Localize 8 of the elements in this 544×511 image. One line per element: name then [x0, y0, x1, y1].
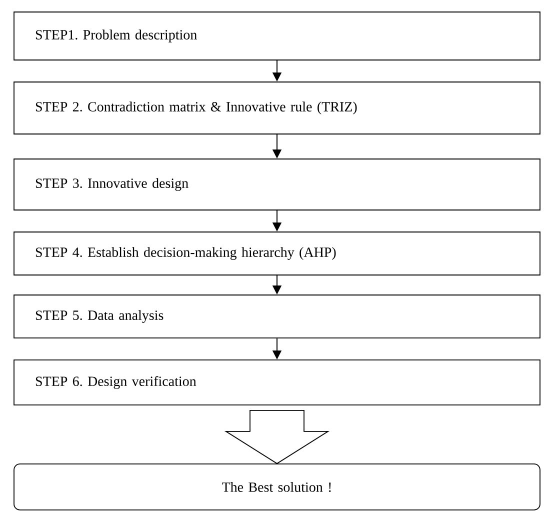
- step-box: STEP 6. Design verification: [14, 360, 540, 406]
- step-box: STEP 5. Data analysis: [14, 294, 540, 338]
- result-box: The Best solution !: [14, 464, 540, 510]
- step-box: STEP 2. Contradiction matrix & Innovative rule (TRIZ): [14, 82, 540, 134]
- block-arrow: [224, 410, 330, 464]
- step-box: STEP1. Problem description: [14, 12, 540, 60]
- step-box: STEP 3. Innovative design: [14, 158, 540, 210]
- step-box: STEP 4. Establish decision-making hierarchy (AHP): [14, 232, 540, 276]
